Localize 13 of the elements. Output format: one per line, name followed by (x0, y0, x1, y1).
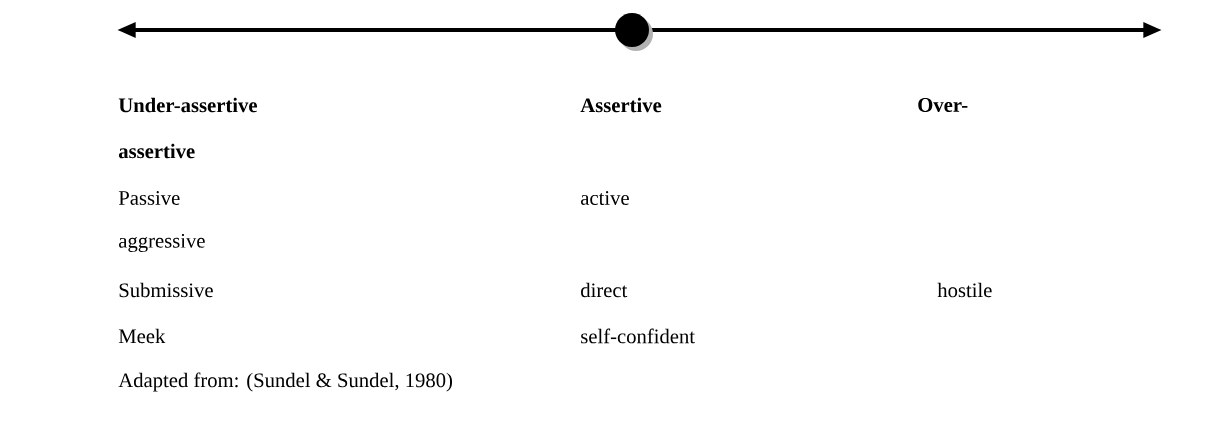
label-text: Under-assertive (118, 97, 257, 113)
label-text: Passive (118, 191, 180, 205)
label-text: active (581, 191, 629, 205)
caption: Adapted from: (Sundel & Sundel, 1980) (118, 372, 453, 392)
label-text: Assertive (580, 97, 662, 113)
label-text: assertive (118, 143, 195, 159)
label-text: Over- (918, 98, 968, 112)
label-text: Submissive (119, 282, 213, 298)
label-text: Meek (118, 328, 166, 344)
label-text: self-confident (581, 328, 695, 344)
label-text: aggressive (119, 233, 205, 253)
label-text: hostile (937, 282, 992, 298)
label-text: direct (581, 282, 628, 298)
